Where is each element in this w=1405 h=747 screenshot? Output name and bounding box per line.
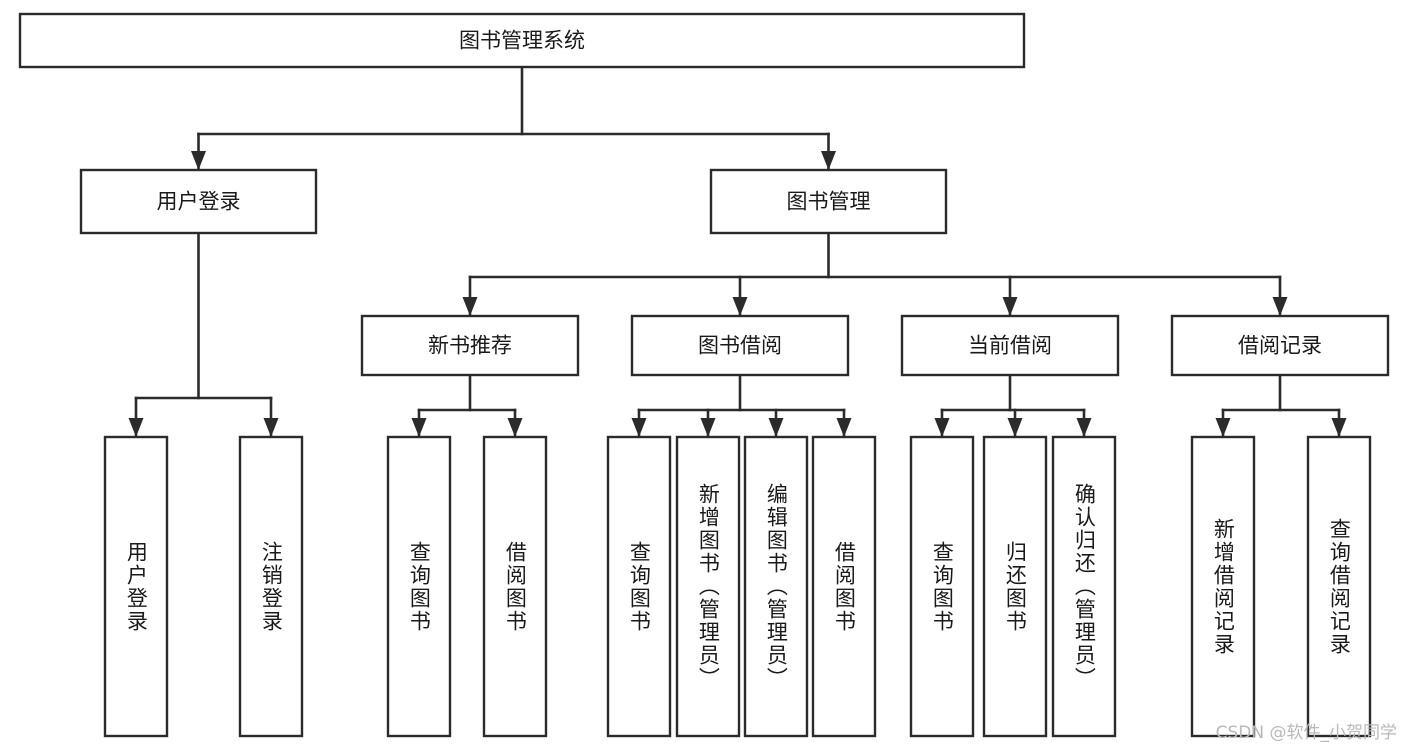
node-box-current-borrow[interactable]: [900, 314, 1120, 377]
node-label-borrow-record: 借阅记录: [1238, 334, 1322, 358]
node-box-leaf-user-login[interactable]: [103, 435, 169, 738]
node-box-new-book-recommend[interactable]: [360, 314, 580, 377]
node-box-leaf-borrow-book-1[interactable]: [482, 435, 548, 738]
bookmanage-to-level3-arrow-3: [1272, 297, 1288, 316]
node-box-user-login[interactable]: [79, 168, 318, 235]
node-box-leaf-confirm-return[interactable]: [1051, 435, 1117, 738]
node-label-book-borrow: 图书借阅: [698, 334, 782, 358]
parent-borrow-record-to-leaves-arrow-0: [1215, 418, 1231, 437]
root-to-level2-arrow-1: [821, 151, 836, 170]
node-box-root[interactable]: [18, 12, 1026, 69]
watermark-text: CSDN @软件_小贺同学: [1215, 723, 1397, 743]
node-label-user-login: 用户登录: [157, 190, 241, 214]
node-label-new-book-recommend: 新书推荐: [428, 334, 512, 358]
bookmanage-to-level3-arrow-1: [732, 297, 748, 316]
parent-user-login-to-leaves-arrow-1: [263, 418, 279, 437]
node-box-borrow-record[interactable]: [1170, 314, 1390, 377]
node-box-book-borrow[interactable]: [630, 314, 850, 377]
boxes-layer: [18, 12, 1390, 738]
parent-book-borrow-to-leaves-arrow-1: [700, 418, 716, 437]
node-box-leaf-add-record[interactable]: [1190, 435, 1256, 738]
parent-current-borrow-to-leaves-arrow-0: [934, 418, 950, 437]
node-label-current-borrow: 当前借阅: [968, 334, 1052, 358]
parent-book-borrow-to-leaves-arrow-0: [631, 418, 647, 437]
connectors-layer: [128, 65, 1347, 439]
parent-current-borrow-to-leaves-arrow-2: [1076, 418, 1092, 437]
node-box-leaf-query-book-1[interactable]: [386, 435, 452, 738]
bookmanage-to-level3-arrow-2: [1002, 297, 1018, 316]
parent-book-borrow-to-leaves-arrow-2: [768, 418, 784, 437]
root-to-level2-arrow-0: [191, 151, 206, 170]
node-box-leaf-query-book-3[interactable]: [909, 435, 975, 738]
node-box-leaf-user-logout[interactable]: [238, 435, 304, 738]
node-box-leaf-edit-book[interactable]: [743, 435, 809, 738]
parent-borrow-record-to-leaves-arrow-1: [1331, 418, 1347, 437]
node-box-leaf-add-book[interactable]: [675, 435, 741, 738]
parent-current-borrow-to-leaves-arrow-1: [1007, 418, 1023, 437]
node-box-leaf-query-book-2[interactable]: [606, 435, 672, 738]
node-box-leaf-query-record[interactable]: [1306, 435, 1372, 738]
node-box-leaf-return-book[interactable]: [982, 435, 1048, 738]
node-label-book-manage: 图书管理: [787, 190, 871, 214]
node-box-leaf-borrow-book-2[interactable]: [811, 435, 877, 738]
node-label-root: 图书管理系统: [459, 29, 585, 53]
parent-new-book-recommend-to-leaves-arrow-0: [411, 418, 427, 437]
parent-new-book-recommend-to-leaves-arrow-1: [507, 418, 523, 437]
parent-book-borrow-to-leaves-arrow-3: [836, 418, 852, 437]
bookmanage-to-level3-arrow-0: [462, 297, 478, 316]
node-box-book-manage[interactable]: [709, 168, 948, 235]
parent-user-login-to-leaves-arrow-0: [128, 418, 144, 437]
